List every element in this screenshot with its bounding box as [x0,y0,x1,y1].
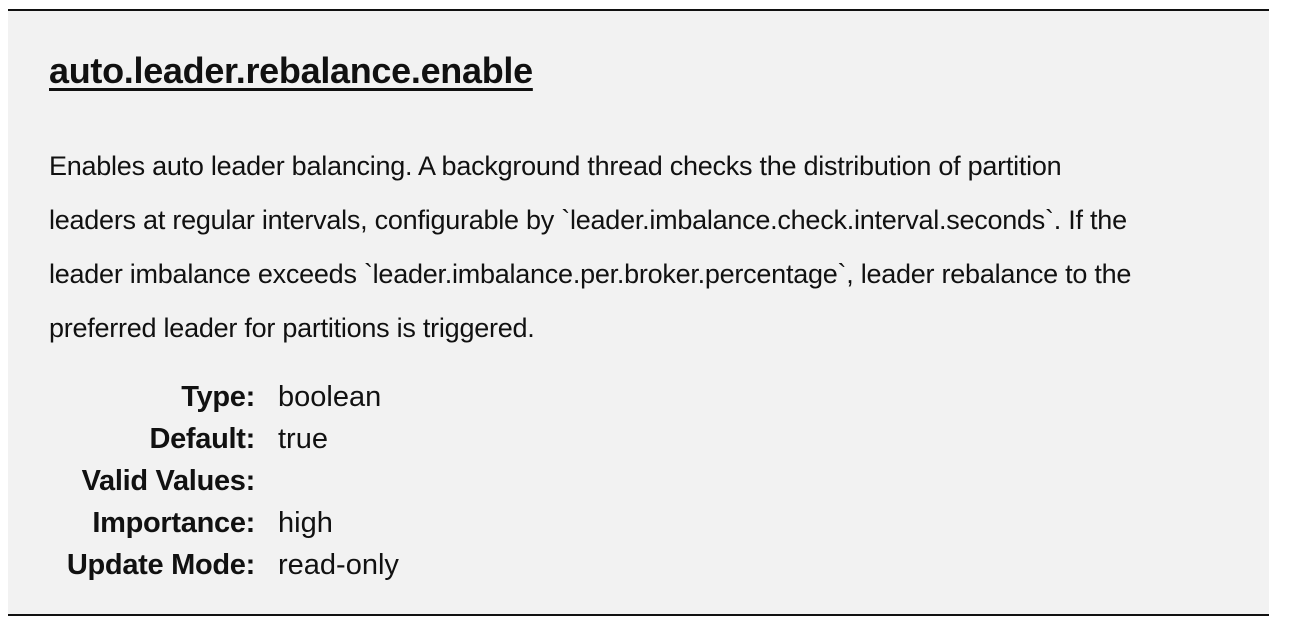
property-row-update-mode: Update Mode: read-only [8,544,608,586]
description-line: leader imbalance exceeds `leader.imbalan… [49,259,1132,289]
property-label: Type: [181,381,255,413]
property-row-default: Default: true [8,418,608,460]
property-row-type: Type: boolean [8,376,608,418]
config-title: auto.leader.rebalance.enable [49,50,533,91]
property-label: Valid Values: [81,465,256,497]
config-entry: auto.leader.rebalance.enable Enables aut… [8,9,1269,616]
property-label: Update Mode: [66,549,255,581]
property-value: read-only [278,549,399,581]
property-value: true [278,423,328,455]
property-value: boolean [278,381,382,413]
property-value: high [278,507,333,539]
description-line: preferred leader for partitions is trigg… [49,313,535,343]
description-line: Enables auto leader balancing. A backgro… [49,151,1062,181]
config-properties-table: Type: boolean Default: true Valid Values… [8,376,608,586]
property-label: Default: [149,423,255,455]
property-row-importance: Importance: high [8,502,608,544]
property-row-valid-values: Valid Values: [8,460,608,502]
description-line: leaders at regular intervals, configurab… [49,205,1127,235]
config-description: Enables auto leader balancing. A backgro… [49,139,1269,355]
property-label: Importance: [92,507,255,539]
